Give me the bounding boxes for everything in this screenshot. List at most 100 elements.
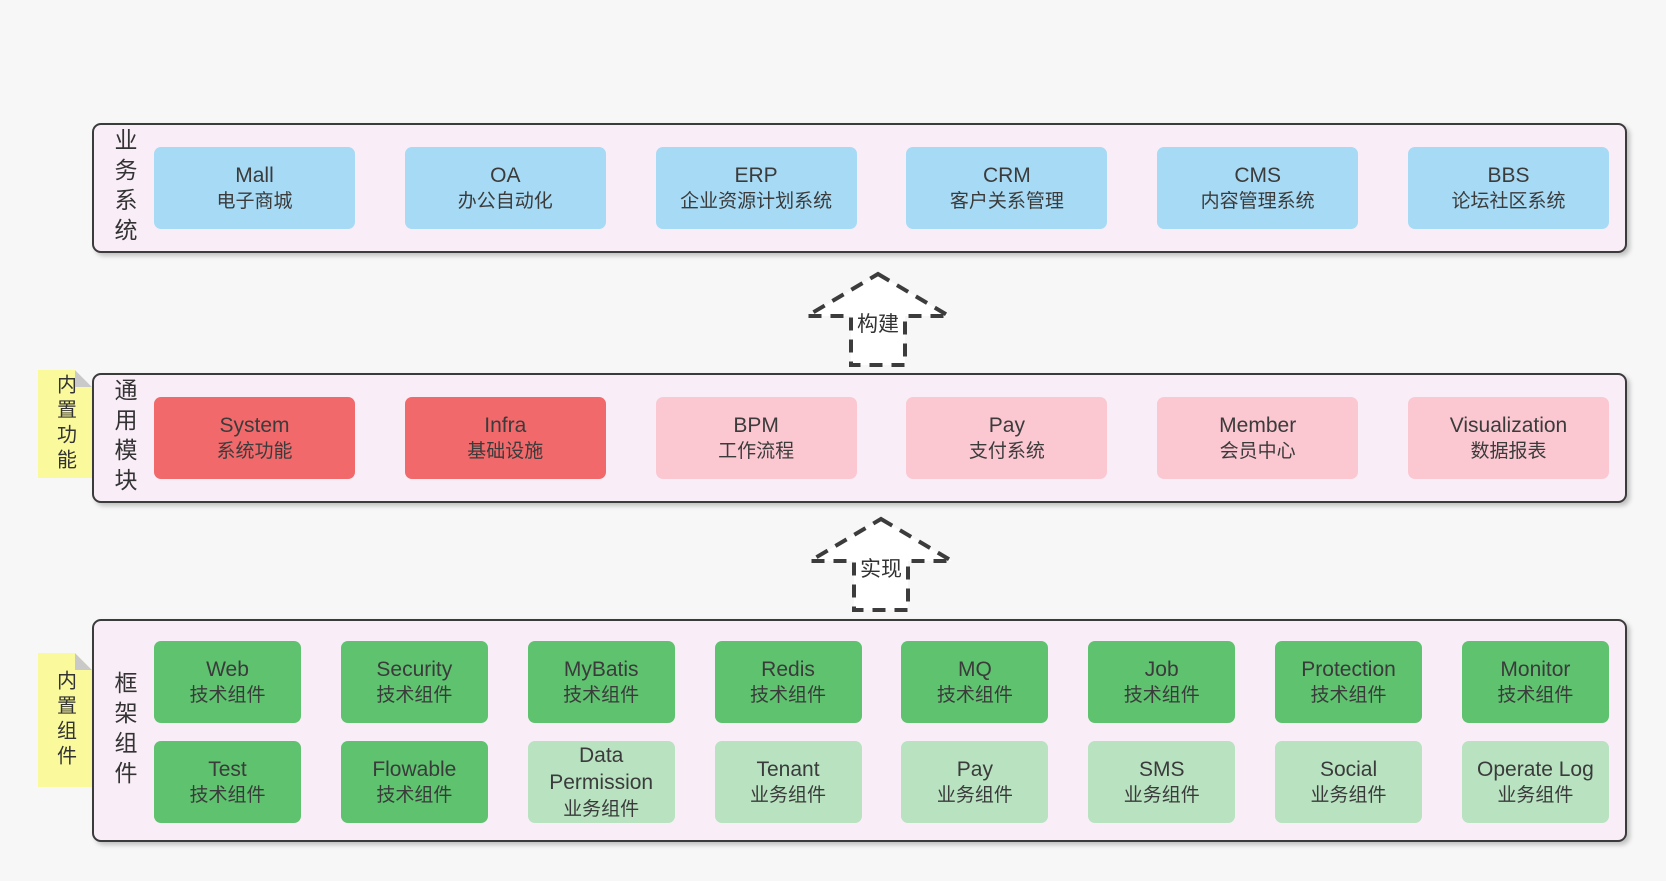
- box-tenant: Tenant 业务组件: [714, 741, 862, 823]
- business-box-row: Mall 电子商城 OA 办公自动化 ERP 企业资源计划系统 CRM 客户关系…: [154, 147, 1609, 229]
- box-title: Tenant: [756, 757, 820, 781]
- arrow-implement-label: 实现: [857, 557, 905, 584]
- box-mq: MQ 技术组件: [901, 641, 1049, 723]
- arrow-build: 构建: [803, 270, 953, 369]
- box-subtitle: 论坛社区系统: [1451, 191, 1566, 213]
- box-subtitle: 业务组件: [1497, 785, 1574, 807]
- box-subtitle: 客户关系管理: [949, 191, 1064, 213]
- box-title: MyBatis: [563, 657, 639, 681]
- box-subtitle: 办公自动化: [457, 191, 553, 213]
- box-title: Flowable: [372, 757, 457, 781]
- box-subtitle: 会员中心: [1219, 441, 1296, 463]
- box-title: SMS: [1138, 757, 1185, 781]
- box-title: MQ: [957, 657, 992, 681]
- box-web: Web 技术组件: [154, 641, 301, 723]
- box-title: BPM: [733, 413, 779, 437]
- box-redis: Redis 技术组件: [714, 641, 862, 723]
- box-subtitle: 业务组件: [1310, 785, 1387, 807]
- box-title: System: [219, 413, 290, 437]
- box-test: Test 技术组件: [154, 741, 301, 823]
- sticky-note-builtin-features: 内置功能: [38, 370, 92, 478]
- box-title: Pay: [956, 757, 993, 781]
- arrow-implement: 实现: [806, 515, 956, 614]
- business-systems-container: 业务系统 Mall 电子商城 OA 办公自动化 ERP 企业资源计划系统 CRM…: [92, 123, 1627, 253]
- framework-components-container: 框架组件 Web 技术组件 Security 技术组件 MyBatis 技术组件…: [92, 619, 1627, 842]
- box-subtitle: 内容管理系统: [1200, 191, 1315, 213]
- layer-label-business: 业务系统: [111, 128, 137, 248]
- box-protection: Protection 技术组件: [1275, 641, 1423, 723]
- arrow-build-label: 构建: [854, 312, 902, 339]
- box-title: Test: [208, 757, 247, 781]
- box-crm: CRM 客户关系管理: [906, 147, 1108, 229]
- box-subtitle: 基础设施: [467, 441, 544, 463]
- box-subtitle: 业务组件: [563, 799, 640, 821]
- box-subtitle: 技术组件: [376, 785, 453, 807]
- box-security: Security 技术组件: [340, 641, 488, 723]
- box-flowable: Flowable 技术组件: [340, 741, 488, 823]
- box-title: Member: [1219, 413, 1297, 437]
- box-infra: Infra 基础设施: [404, 397, 606, 479]
- sticky-note-builtin-components: 内置组件: [38, 653, 92, 787]
- box-subtitle: 技术组件: [189, 785, 266, 807]
- box-subtitle: 电子商城: [216, 191, 293, 213]
- box-subtitle: 业务组件: [1123, 785, 1200, 807]
- box-mall: Mall 电子商城: [154, 147, 355, 229]
- box-subtitle: 技术组件: [376, 685, 453, 707]
- box-title: Data Permission: [549, 743, 654, 795]
- box-subtitle: 技术组件: [750, 685, 827, 707]
- box-mybatis: MyBatis 技术组件: [527, 641, 675, 723]
- box-monitor: Monitor 技术组件: [1461, 641, 1609, 723]
- box-subtitle: 企业资源计划系统: [680, 191, 833, 213]
- components-box-grid: Web 技术组件 Security 技术组件 MyBatis 技术组件 Redi…: [154, 641, 1609, 823]
- box-subtitle: 支付系统: [968, 441, 1045, 463]
- box-title: Redis: [761, 657, 815, 681]
- box-subtitle: 技术组件: [1310, 685, 1387, 707]
- box-title: Social: [1319, 757, 1378, 781]
- box-title: Web: [206, 657, 249, 681]
- sticky-note-label: 内置功能: [53, 374, 76, 474]
- box-title: CRM: [982, 163, 1031, 187]
- box-job: Job 技术组件: [1088, 641, 1236, 723]
- box-subtitle: 技术组件: [189, 685, 266, 707]
- box-sms: SMS 业务组件: [1088, 741, 1236, 823]
- box-cms: CMS 内容管理系统: [1157, 147, 1359, 229]
- box-subtitle: 数据报表: [1470, 441, 1547, 463]
- box-title: Operate Log: [1477, 757, 1594, 781]
- box-subtitle: 技术组件: [936, 685, 1013, 707]
- box-data-permission: Data Permission 业务组件: [527, 741, 675, 823]
- box-title: Security: [376, 657, 453, 681]
- box-bpm: BPM 工作流程: [655, 397, 857, 479]
- box-title: Job: [1144, 657, 1179, 681]
- box-title: Protection: [1301, 657, 1396, 681]
- box-bbs: BBS 论坛社区系统: [1407, 147, 1609, 229]
- box-member: Member 会员中心: [1157, 397, 1359, 479]
- sticky-note-label: 内置组件: [53, 670, 76, 770]
- box-title: BBS: [1487, 163, 1530, 187]
- box-title: Mall: [235, 163, 274, 187]
- box-subtitle: 工作流程: [718, 441, 795, 463]
- box-subtitle: 业务组件: [936, 785, 1013, 807]
- box-subtitle: 技术组件: [1123, 685, 1200, 707]
- components-row-2: Test 技术组件 Flowable 技术组件 Data Permission …: [154, 741, 1609, 823]
- modules-box-row: System 系统功能 Infra 基础设施 BPM 工作流程 Pay 支付系统…: [154, 397, 1609, 479]
- box-title: Infra: [484, 413, 527, 437]
- box-subtitle: 业务组件: [750, 785, 827, 807]
- layer-label-modules: 通用模块: [111, 378, 137, 498]
- box-subtitle: 系统功能: [216, 441, 293, 463]
- components-row-1: Web 技术组件 Security 技术组件 MyBatis 技术组件 Redi…: [154, 641, 1609, 723]
- box-title: OA: [490, 163, 521, 187]
- box-title: ERP: [734, 163, 778, 187]
- box-erp: ERP 企业资源计划系统: [655, 147, 857, 229]
- box-system: System 系统功能: [154, 397, 355, 479]
- box-social: Social 业务组件: [1275, 741, 1423, 823]
- box-oa: OA 办公自动化: [404, 147, 606, 229]
- box-title: CMS: [1234, 163, 1282, 187]
- box-operate-log: Operate Log 业务组件: [1461, 741, 1609, 823]
- box-title: Monitor: [1500, 657, 1571, 681]
- box-title: Pay: [988, 413, 1025, 437]
- box-title: Visualization: [1449, 413, 1568, 437]
- box-subtitle: 技术组件: [563, 685, 640, 707]
- box-subtitle: 技术组件: [1497, 685, 1574, 707]
- box-pay: Pay 支付系统: [906, 397, 1108, 479]
